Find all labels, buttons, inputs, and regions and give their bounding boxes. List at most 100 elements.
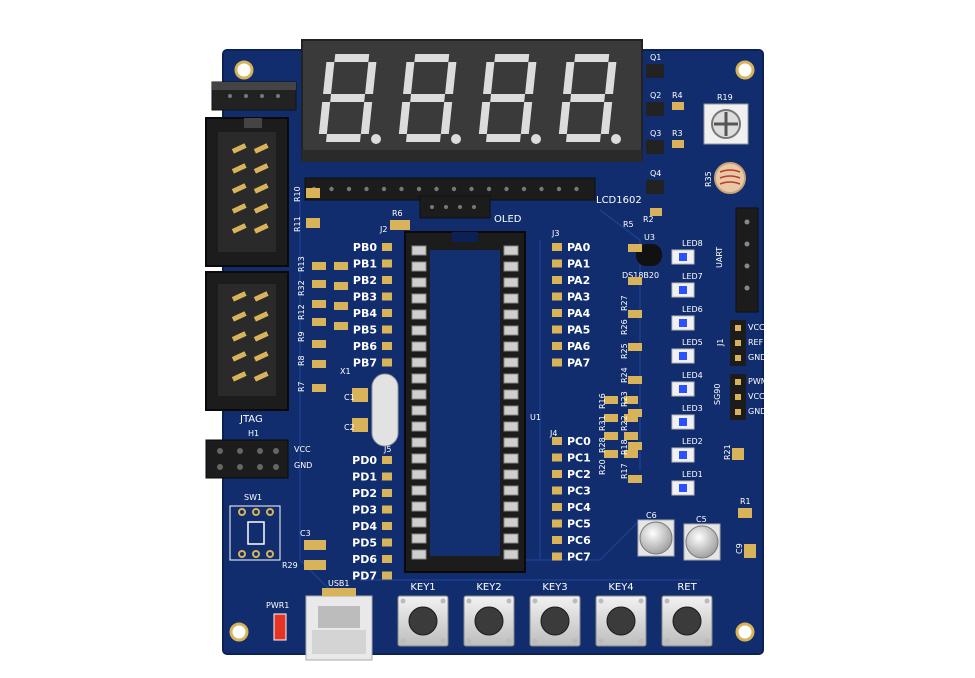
j2-label: J2 — [379, 225, 387, 234]
port-label: PB6 — [353, 340, 377, 353]
box-header-upper — [205, 117, 289, 267]
port-label: PC3 — [567, 485, 591, 498]
r31-label: R31 — [598, 415, 607, 431]
r24-label: R24 — [620, 367, 629, 383]
key-key2-button[interactable] — [463, 595, 515, 647]
usb-connector — [305, 588, 373, 661]
sg90-label: SG90 — [713, 384, 722, 405]
port-label: PA1 — [567, 258, 590, 271]
r23-label: R23 — [620, 391, 629, 407]
r25-label: R25 — [620, 343, 629, 359]
digit — [558, 54, 621, 144]
h1-header — [205, 439, 289, 479]
j1-vcc-label: VCC — [748, 323, 765, 332]
pwr1-led — [273, 613, 287, 641]
port-label: PA4 — [567, 307, 591, 320]
lcd-header — [304, 177, 596, 219]
port-label: PC1 — [567, 452, 591, 465]
r27-label: R27 — [620, 295, 629, 311]
j1-label: J1 — [716, 339, 725, 347]
port-headers — [382, 243, 562, 580]
ds18b20-sensor — [636, 244, 662, 266]
j5-label: J5 — [383, 445, 391, 454]
r1-label: R1 — [740, 497, 751, 506]
led-label: LED3 — [682, 404, 703, 413]
port-label: PB3 — [353, 291, 377, 304]
photoresistor — [714, 162, 746, 194]
r11-label: R11 — [293, 216, 302, 232]
u3-label: U3 — [644, 233, 655, 242]
r6-label: R6 — [392, 209, 403, 218]
traces — [299, 200, 700, 591]
q1-label: Q1 — [650, 53, 661, 62]
pwr1-label: PWR1 — [266, 601, 289, 610]
key-label: RET — [677, 582, 697, 593]
key-label: KEY1 — [410, 582, 435, 593]
top-left-header — [211, 81, 297, 111]
c1-label: C1 — [344, 393, 355, 402]
key-key1-button[interactable] — [397, 595, 449, 647]
r29-part — [304, 560, 326, 570]
port-label: PC2 — [567, 468, 591, 481]
port-label: PD4 — [352, 520, 377, 533]
sw1-switch — [229, 505, 281, 561]
port-label: PB2 — [353, 274, 377, 287]
j1-gnd-label: GND — [748, 353, 766, 362]
r4-label: R4 — [672, 91, 683, 100]
c3-label: C3 — [300, 529, 311, 538]
port-label: PA0 — [567, 241, 591, 254]
sg-pwm-label: PWM — [748, 377, 768, 386]
c9-label: C9 — [735, 543, 744, 554]
port-label: PC0 — [567, 435, 591, 448]
r2-label: R2 — [643, 215, 654, 224]
key-ret-button[interactable] — [661, 595, 713, 647]
c1-part — [352, 388, 368, 402]
r1-part — [738, 508, 752, 518]
key-key4-button[interactable] — [595, 595, 647, 647]
q4-label: Q4 — [650, 169, 661, 178]
usb1-label: USB1 — [328, 579, 350, 588]
r32-label: R32 — [297, 280, 306, 296]
port-label: PB7 — [353, 357, 377, 370]
resistor-array — [628, 244, 642, 483]
q2-label: Q2 — [650, 91, 661, 100]
transistors — [646, 64, 684, 216]
key-label: KEY2 — [476, 582, 501, 593]
seven-segment-display — [301, 39, 643, 162]
r7-label: R7 — [297, 381, 306, 392]
electrolytic-caps — [637, 519, 721, 561]
r18-label: R18 — [620, 439, 629, 455]
r16-label: R16 — [598, 393, 607, 409]
port-label: PB0 — [353, 241, 377, 254]
sg-gnd-label: GND — [748, 407, 766, 416]
box-header-lower — [205, 271, 289, 411]
key-key3-button[interactable] — [529, 595, 581, 647]
r3-label: R3 — [672, 129, 683, 138]
u1-label: U1 — [530, 413, 541, 422]
r21-part — [732, 448, 744, 460]
j1-header — [730, 320, 746, 366]
port-label: PA3 — [567, 291, 590, 304]
sg-vcc-label: VCC — [748, 392, 765, 401]
j1-ref-label: REF — [748, 338, 764, 347]
r10-label: R10 — [293, 186, 302, 202]
h1-label: H1 — [248, 429, 259, 438]
c9-part — [744, 544, 756, 558]
c2-label: C2 — [344, 423, 355, 432]
port-label: PC7 — [567, 551, 591, 564]
lcd-label: LCD1602 — [596, 195, 642, 206]
port-label: PD3 — [352, 504, 377, 517]
led-label: LED4 — [682, 371, 703, 380]
port-label: PD7 — [352, 570, 377, 583]
port-label: PB4 — [353, 307, 377, 320]
led-label: LED2 — [682, 437, 703, 446]
r9-label: R9 — [297, 331, 306, 342]
r22-label: R22 — [620, 415, 629, 431]
jtag-label: JTAG — [239, 414, 263, 425]
uart-label: UART — [715, 247, 724, 268]
r35-label: R35 — [704, 171, 713, 187]
c3-part — [304, 540, 326, 550]
port-label: PC4 — [567, 501, 591, 514]
r5-label: R5 — [623, 220, 634, 229]
